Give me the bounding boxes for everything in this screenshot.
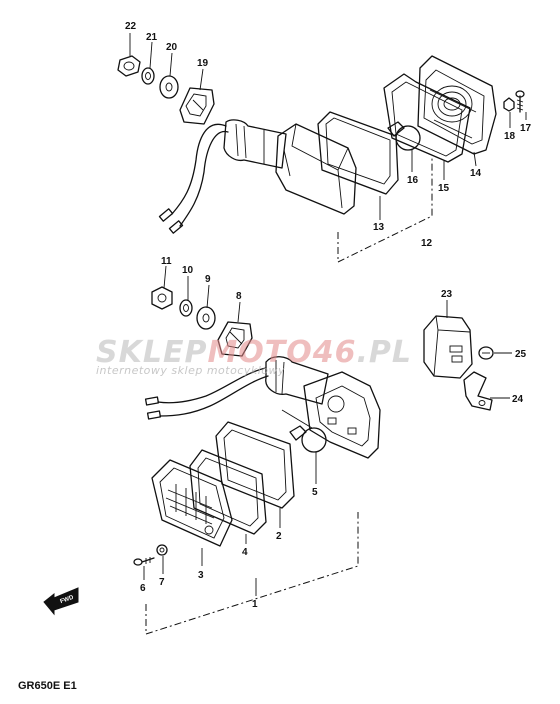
callout-labels: 22 21 20 19 18 17 16 15 14 13 12 11 10 9… (125, 21, 532, 610)
callout-19: 19 (197, 58, 209, 69)
lower-lamp-housing (303, 371, 381, 459)
bulb-16 (387, 121, 421, 151)
lock-washer-10 (179, 299, 193, 317)
lens-3 (151, 459, 233, 547)
bracket-24 (463, 371, 493, 411)
bulb-5 (281, 409, 327, 453)
watermark: SKLEPMOTO46.PL internetowy sklep motocyk… (96, 335, 412, 377)
forward-arrow-icon: FWD (43, 587, 79, 616)
callout-23: 23 (441, 289, 453, 300)
callout-1: 1 (252, 599, 258, 610)
washer-20 (159, 75, 179, 99)
screw-17 (515, 90, 525, 113)
forward-marker-text: FWD (60, 595, 76, 606)
gasket-15 (383, 73, 471, 163)
nut-11 (151, 286, 173, 310)
callout-7: 7 (159, 577, 165, 588)
callout-21: 21 (146, 32, 158, 43)
assembly-12-bracket (337, 156, 433, 263)
lock-washer-21 (141, 67, 155, 85)
relay-23 (423, 315, 473, 379)
assembly-1-bracket (145, 512, 359, 635)
nut-18 (503, 97, 515, 112)
upper-wire-harness (158, 123, 229, 234)
gasket-4 (189, 449, 267, 535)
callout-8: 8 (236, 291, 242, 302)
callout-20: 20 (166, 42, 178, 53)
callout-11: 11 (161, 256, 172, 267)
callout-10: 10 (182, 265, 194, 276)
lens-14 (417, 55, 497, 155)
model-code: GR650E E1 (18, 680, 77, 692)
lower-wire-harness (144, 367, 269, 420)
callout-6: 6 (140, 583, 146, 594)
callout-18: 18 (504, 131, 516, 142)
callout-25: 25 (515, 349, 527, 360)
callout-14: 14 (470, 168, 482, 179)
callout-12: 12 (421, 238, 433, 249)
callout-16: 16 (407, 175, 419, 186)
callout-15: 15 (438, 183, 450, 194)
upper-lamp-stem (223, 119, 287, 169)
grommet-8 (217, 321, 253, 357)
watermark-brand: SKLEPMOTO46.PL (96, 335, 412, 370)
grommet-19 (179, 87, 215, 125)
lower-lamp-stem (265, 356, 329, 405)
washer-9 (196, 306, 216, 330)
callout-3: 3 (198, 570, 204, 581)
callout-24: 24 (512, 394, 524, 405)
lower-turn-signal-assembly (133, 286, 381, 635)
upper-turn-signal-assembly (117, 55, 525, 263)
callout-13: 13 (373, 222, 385, 233)
callout-2: 2 (276, 531, 282, 542)
gasket-13 (317, 111, 399, 195)
watermark-tagline: internetowy sklep motocyklowy (96, 364, 285, 377)
screw-25 (478, 346, 512, 360)
callout-22: 22 (125, 21, 137, 32)
screw-6 (133, 557, 155, 566)
callout-9: 9 (205, 274, 211, 285)
callout-17: 17 (520, 123, 532, 134)
nut-22 (117, 55, 141, 77)
leader-lines (129, 33, 527, 596)
callout-4: 4 (242, 547, 248, 558)
upper-lamp-housing (275, 123, 357, 215)
gasket-2 (215, 421, 295, 509)
washer-7 (156, 544, 168, 556)
callout-5: 5 (312, 487, 318, 498)
